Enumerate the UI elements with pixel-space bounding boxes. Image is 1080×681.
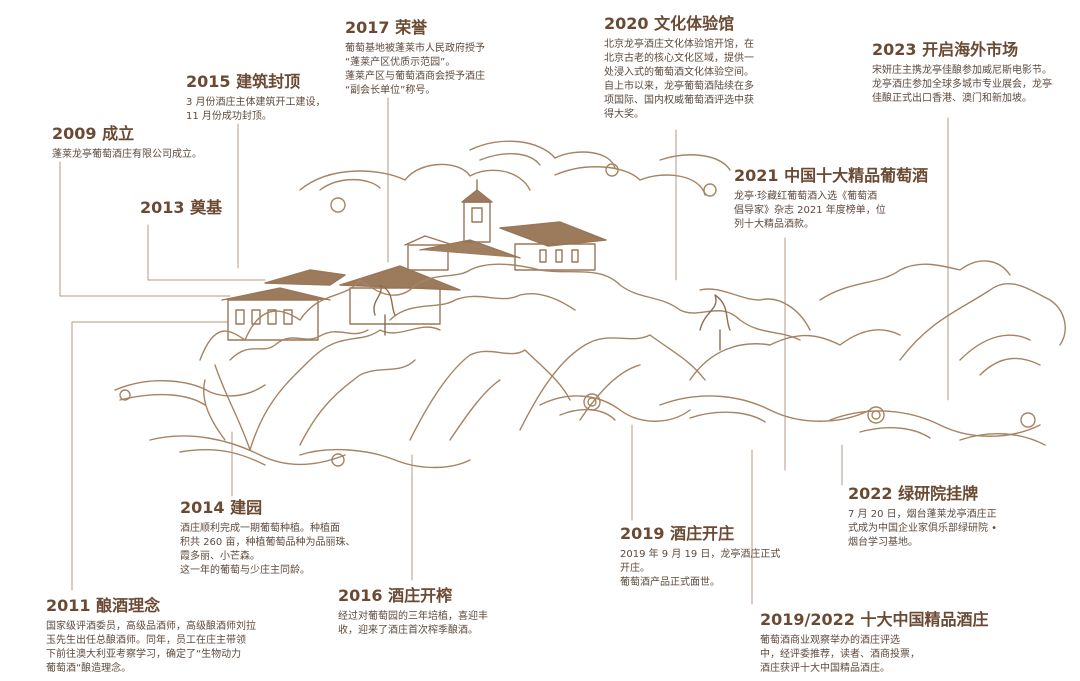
event-title: 2016 酒庄开榨: [338, 586, 453, 605]
event-title: 2019/2022 十大中国精品酒庄: [760, 610, 989, 629]
event-text: 酒庄获评十大中国精品酒庄。: [760, 663, 890, 674]
event-2023-overseas: 2023 开启海外市场 宋妍庄主携龙亭佳酿参加威尼斯电影节。 龙亭酒庄参加全球多…: [872, 40, 1052, 106]
cloud-swirls: [299, 140, 731, 213]
event-text: 葡萄酒“酿造理念。: [46, 663, 132, 674]
event-2019-opening: 2019 酒庄开庄 2019 年 9 月 19 日，龙亭酒庄正式 开庄。 葡萄酒…: [620, 524, 780, 590]
event-text: 下前往澳大利亚考察学习，确定了“生物动力: [46, 649, 242, 660]
event-title: 2009 成立: [52, 124, 135, 143]
event-text: 宋妍庄主携龙亭佳酿参加威尼斯电影节。: [872, 65, 1052, 76]
event-text: 这一年的葡萄与少庄主同龄。: [180, 565, 310, 576]
event-text: 龙亭酒庄参加全球多城市专业展会，龙亭: [872, 79, 1052, 90]
event-text: 国家级评酒委员，高级品酒师，高级酿酒师刘拉: [46, 621, 256, 632]
event-text: 葡萄酒产品正式面世。: [620, 577, 720, 588]
event-text: 得大奖。: [604, 109, 644, 120]
event-text: 酒庄顺利完成一期葡萄种植。种植面: [180, 523, 340, 534]
trees: [373, 284, 731, 351]
event-text: 佳酿正式出口香港、澳门和新加坡。: [872, 93, 1032, 104]
event-text: 龙亭·珍藏红葡萄酒入选《葡萄酒: [734, 191, 878, 202]
event-text: 北京龙亭酒庄文化体验馆开馆，在: [604, 39, 754, 50]
event-title: 2019 酒庄开庄: [620, 524, 735, 543]
event-text: “副会长单位”称号。: [345, 85, 436, 96]
event-text: 收，迎来了酒庄首次榨季酿酒。: [338, 625, 478, 636]
event-text: 葡萄酒商业观察举办的酒庄评选: [760, 635, 900, 646]
event-text: 11 月份成功封顶。: [186, 111, 272, 122]
event-text: 霞多丽、小芒森。: [180, 551, 260, 562]
event-text: 蓬莱龙亭葡萄酒庄有限公司成立。: [52, 149, 202, 160]
event-2015-topping: 2015 建筑封顶 3 月份酒庄主体建筑开工建设， 11 月份成功封顶。: [186, 72, 326, 124]
event-title: 2015 建筑封顶: [186, 72, 301, 91]
event-text: “蓬莱产区优质示范园”。: [345, 57, 456, 68]
event-text: 葡萄基地被蓬莱市人民政府授予: [345, 43, 485, 54]
event-title: 2021 中国十大精品葡萄酒: [734, 166, 929, 185]
event-2016-harvest: 2016 酒庄开榨 经过对葡萄园的三年培植，喜迎丰 收，迎来了酒庄首次榨季酿酒。: [338, 586, 488, 638]
event-text: 烟台学习基地。: [848, 537, 918, 548]
event-2013-foundation: 2013 奠基: [140, 198, 222, 222]
event-text: 2019 年 9 月 19 日，龙亭酒庄正式: [620, 549, 781, 560]
event-text: 自上市以来，龙亭葡萄酒陆续在多: [604, 81, 754, 92]
event-2021-top-wine: 2021 中国十大精品葡萄酒 龙亭·珍藏红葡萄酒入选《葡萄酒 倡导家》杂志 20…: [734, 166, 928, 232]
event-text: 3 月份酒庄主体建筑开工建设，: [186, 97, 326, 108]
connector-lines: [59, 97, 949, 605]
event-text: 经过对葡萄园的三年培植，喜迎丰: [338, 611, 488, 622]
event-title: 2020 文化体验馆: [604, 14, 735, 33]
event-text: 倡导家》杂志 2021 年度榜单，位: [734, 205, 886, 216]
event-text: 处浸入式的葡萄酒文化体验空间。: [604, 67, 754, 78]
event-text: 积共 260 亩，种植葡萄品种为品丽珠、: [180, 537, 356, 548]
event-2019-2022-top-chateau: 2019/2022 十大中国精品酒庄 葡萄酒商业观察举办的酒庄评选 中，经评委推…: [760, 610, 988, 676]
event-2009-founded: 2009 成立 蓬莱龙亭葡萄酒庄有限公司成立。: [52, 124, 202, 162]
event-title: 2014 建园: [180, 498, 263, 517]
event-text: 蓬莱产区与葡萄酒商会授予酒庄: [345, 71, 485, 82]
event-text: 列十大精品酒款。: [734, 219, 814, 230]
event-text: 开庄。: [620, 563, 650, 574]
event-title: 2017 荣誉: [345, 18, 428, 37]
event-2017-honor: 2017 荣誉 葡萄基地被蓬莱市人民政府授予 “蓬莱产区优质示范园”。 蓬莱产区…: [345, 18, 485, 98]
chateau-buildings: [221, 179, 607, 341]
event-2020-culture-hall: 2020 文化体验馆 北京龙亭酒庄文化体验馆开馆，在 北京古老的核心文化区域，提…: [604, 14, 754, 122]
event-text: 北京古老的核心文化区域，提供一: [604, 53, 754, 64]
event-title: 2011 酿酒理念: [46, 596, 161, 615]
event-title: 2013 奠基: [140, 198, 223, 217]
event-text: 项国际、国内权威葡萄酒评选中获: [604, 95, 754, 106]
event-text: 7 月 20 日，烟台蓬莱龙亭酒庄正: [848, 509, 997, 520]
event-2022-institute: 2022 绿研院挂牌 7 月 20 日，烟台蓬莱龙亭酒庄正 式成为中国企业家俱乐…: [848, 484, 997, 550]
event-2011-philosophy: 2011 酿酒理念 国家级评酒委员，高级品酒师，高级酿酒师刘拉 玉先生出任总酿酒…: [46, 596, 256, 676]
water-waves: [114, 380, 1046, 469]
event-title: 2022 绿研院挂牌: [848, 484, 979, 503]
event-text: 中，经评委推荐，读者、酒商投票，: [760, 649, 920, 660]
mountain-ridges: [199, 260, 1066, 451]
event-text: 玉先生出任总酿酒师。同年，员工在庄主带领: [46, 635, 246, 646]
event-2014-vineyard: 2014 建园 酒庄顺利完成一期葡萄种植。种植面 积共 260 亩，种植葡萄品种…: [180, 498, 355, 578]
event-text: 式成为中国企业家俱乐部绿研院 •: [848, 523, 998, 534]
event-title: 2023 开启海外市场: [872, 40, 1019, 59]
